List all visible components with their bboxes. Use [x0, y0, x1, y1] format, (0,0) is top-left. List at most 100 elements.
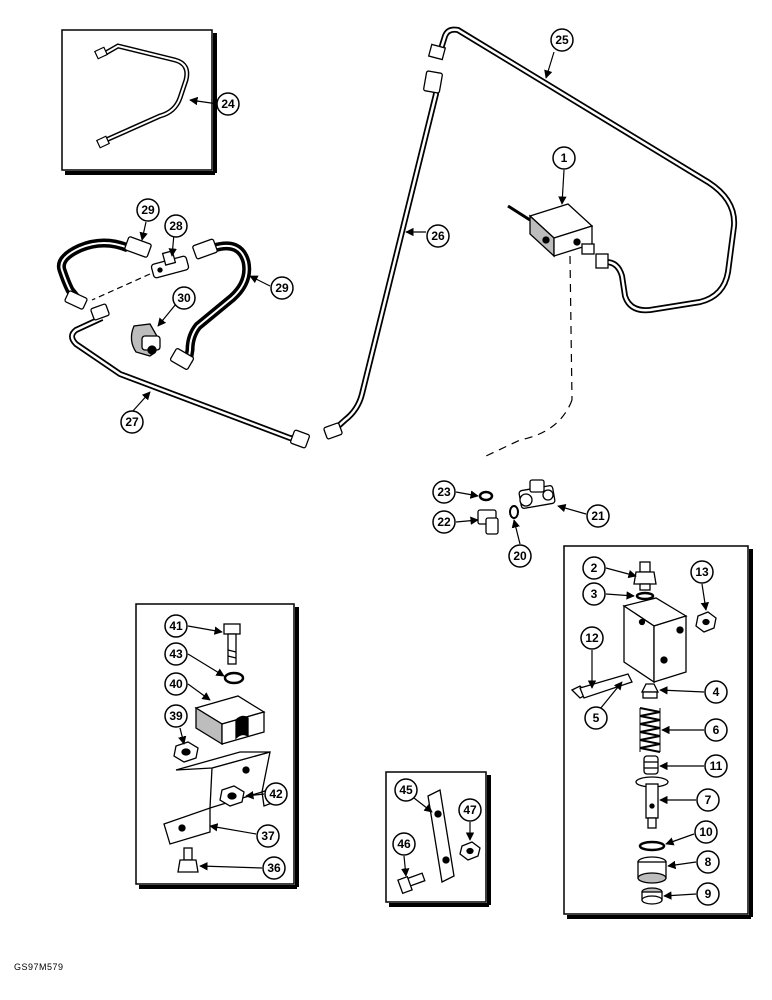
- svg-text:20: 20: [513, 549, 527, 563]
- hose-29-left: [56, 236, 152, 310]
- leader-dash-1b: [485, 399, 573, 457]
- svg-text:9: 9: [705, 887, 712, 901]
- svg-text:41: 41: [169, 619, 183, 633]
- valve-block-1: [507, 203, 595, 258]
- callout-22: 22: [432, 510, 456, 534]
- svg-text:45: 45: [399, 783, 413, 797]
- svg-text:21: 21: [591, 509, 605, 523]
- callout-47: 47: [458, 798, 482, 822]
- svg-text:42: 42: [269, 787, 283, 801]
- callout-8: 8: [696, 850, 720, 874]
- inset-box-37-43: [135, 603, 299, 889]
- callout-37: 37: [256, 824, 280, 848]
- o-ring-10: [638, 840, 666, 852]
- plunger-7: [635, 776, 669, 829]
- inset-box-valve-breakdown: [563, 545, 753, 919]
- svg-text:13: 13: [695, 565, 709, 579]
- callout-23: 23: [432, 480, 456, 504]
- svg-text:24: 24: [221, 97, 235, 111]
- svg-text:43: 43: [169, 647, 183, 661]
- tee-21: [518, 479, 556, 509]
- callout-26: 26: [426, 224, 450, 248]
- figure-code: GS97M579: [14, 962, 64, 972]
- svg-text:37: 37: [261, 829, 275, 843]
- svg-text:11: 11: [710, 759, 723, 773]
- svg-text:4: 4: [713, 685, 720, 699]
- switch-30: [130, 323, 161, 357]
- svg-text:23: 23: [437, 485, 451, 499]
- svg-text:25: 25: [555, 33, 569, 47]
- callouts: 24 25 1 26 29 28 29 30 27 23 22 21 20 2 …: [120, 28, 728, 906]
- bolt-41: [223, 623, 241, 665]
- callout-29-right: 29: [270, 276, 294, 300]
- callout-45: 45: [394, 778, 418, 802]
- callout-40: 40: [164, 672, 188, 696]
- callout-30: 30: [172, 286, 196, 310]
- callout-11: 11: [704, 754, 728, 778]
- seal-23: [478, 490, 494, 502]
- hose-29-right: [169, 238, 252, 370]
- svg-text:22: 22: [437, 515, 451, 529]
- callout-1: 1: [552, 146, 576, 170]
- svg-text:1: 1: [561, 151, 568, 165]
- svg-text:10: 10: [699, 825, 713, 839]
- nut-47: [459, 841, 481, 861]
- callout-39: 39: [164, 704, 188, 728]
- callout-5: 5: [584, 706, 608, 730]
- callout-2: 2: [582, 556, 606, 580]
- spring-11: [643, 755, 659, 775]
- svg-text:36: 36: [267, 861, 281, 875]
- svg-text:29: 29: [141, 203, 155, 217]
- callout-20: 20: [508, 544, 532, 568]
- callout-7: 7: [696, 788, 720, 812]
- callout-6: 6: [704, 718, 728, 742]
- callout-3: 3: [582, 582, 606, 606]
- callout-29-left: 29: [136, 198, 160, 222]
- svg-text:6: 6: [713, 723, 720, 737]
- callout-46: 46: [392, 832, 416, 856]
- svg-text:3: 3: [591, 587, 598, 601]
- o-ring-3: [635, 591, 655, 601]
- bolt-46: [397, 872, 426, 895]
- svg-text:2: 2: [591, 561, 598, 575]
- plug-8: [637, 856, 667, 884]
- svg-text:40: 40: [169, 677, 183, 691]
- callout-4: 4: [704, 680, 728, 704]
- callout-13: 13: [690, 560, 714, 584]
- svg-text:30: 30: [177, 291, 191, 305]
- svg-text:47: 47: [463, 803, 477, 817]
- cap-9: [641, 887, 663, 905]
- bolt-12: [570, 673, 633, 699]
- svg-text:29: 29: [275, 281, 289, 295]
- elbow-22: [477, 509, 499, 535]
- mount-block-40: [194, 695, 266, 746]
- valve-body-5: [622, 597, 688, 684]
- leader-dash-28: [91, 273, 151, 301]
- tube-25: [427, 26, 738, 314]
- callout-28: 28: [164, 214, 188, 238]
- callout-43: 43: [164, 642, 188, 666]
- callout-24: 24: [216, 92, 240, 116]
- inset-box-45-47: [385, 771, 491, 907]
- nut-39: [173, 741, 199, 763]
- tee-fitting-28: [150, 250, 190, 279]
- washer-43: [223, 671, 245, 685]
- plate-45: [427, 789, 455, 883]
- callout-27: 27: [120, 410, 144, 434]
- tube-26: [323, 70, 443, 440]
- tube-27: [69, 303, 310, 449]
- callout-21: 21: [586, 504, 610, 528]
- seal-20: [509, 505, 519, 519]
- spring-6: [639, 707, 661, 753]
- callout-9: 9: [696, 882, 720, 906]
- svg-text:26: 26: [431, 229, 445, 243]
- nut-13: [695, 611, 717, 633]
- callout-41: 41: [164, 614, 188, 638]
- callout-12: 12: [580, 626, 604, 650]
- svg-text:8: 8: [705, 855, 712, 869]
- svg-text:39: 39: [169, 709, 183, 723]
- nut-42: [219, 785, 245, 807]
- svg-text:7: 7: [705, 793, 712, 807]
- callout-42: 42: [264, 782, 288, 806]
